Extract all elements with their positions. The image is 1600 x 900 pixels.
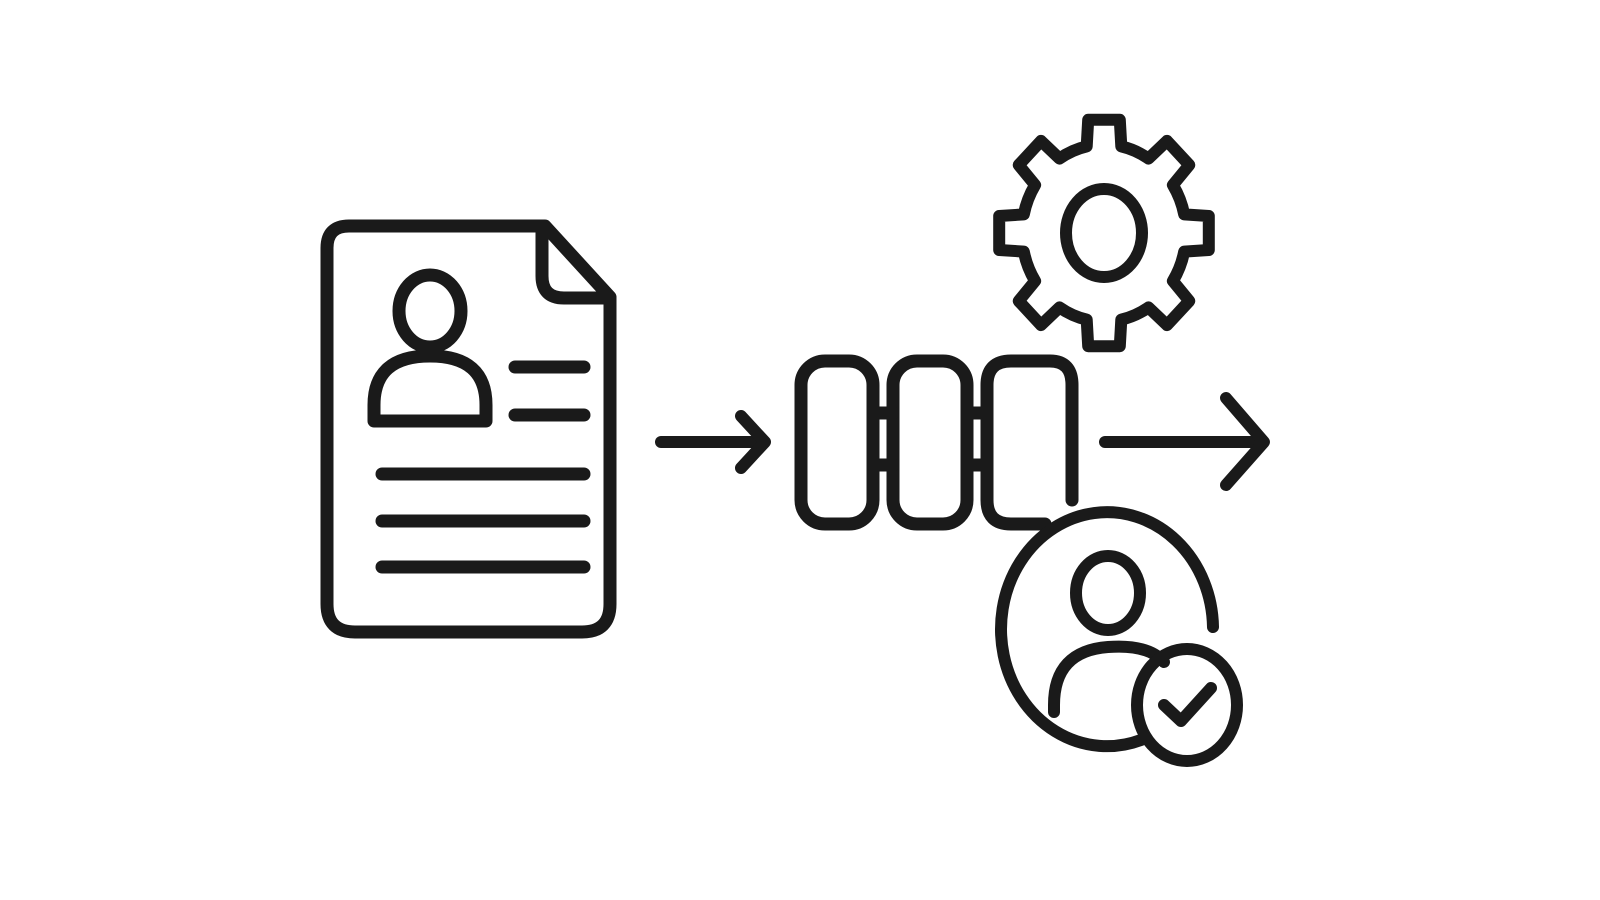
pipeline-block xyxy=(886,354,974,531)
document-outline xyxy=(320,219,617,639)
user-head xyxy=(1070,550,1146,636)
arrow-right-icon xyxy=(1099,392,1270,491)
pipeline-block xyxy=(794,354,880,531)
pipeline-block xyxy=(980,354,1079,531)
approved-user-icon xyxy=(995,506,1243,767)
document-person-body xyxy=(367,349,493,428)
user-circle xyxy=(995,506,1219,753)
arrow-head xyxy=(1220,392,1270,491)
gear-icon xyxy=(993,113,1215,353)
gear-outline xyxy=(993,113,1215,353)
arrow-right-icon xyxy=(655,410,771,474)
check-mark xyxy=(1158,682,1217,727)
pipeline-queue-icon xyxy=(794,354,1079,531)
resume-document-icon xyxy=(320,219,617,639)
gear-hub xyxy=(1060,183,1148,283)
document-person-head xyxy=(392,268,468,354)
check-badge xyxy=(1131,643,1243,767)
document-folded-corner xyxy=(535,221,615,305)
arrow-head xyxy=(735,410,771,474)
user-shoulders xyxy=(1048,640,1170,718)
